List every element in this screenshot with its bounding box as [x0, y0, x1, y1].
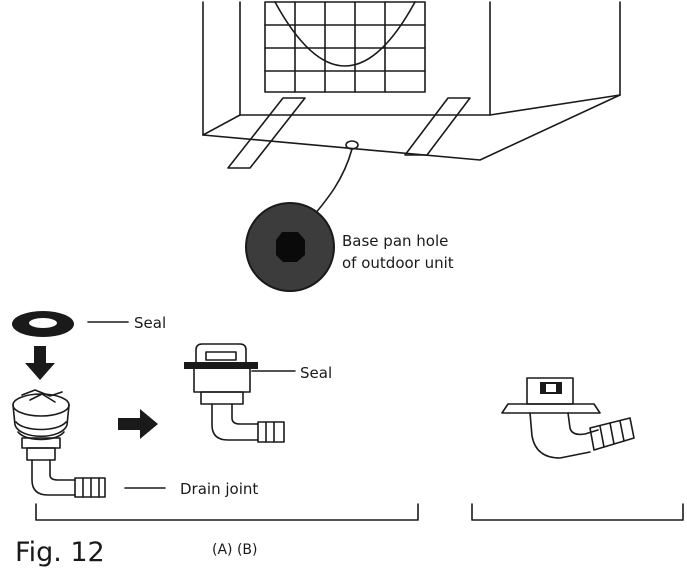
assembled-drain-joint-b	[501, 377, 635, 459]
seal-assembled-label: Seal	[300, 364, 332, 382]
drain-joint-illustration	[12, 389, 106, 498]
base-pan-hole-label-line1: Base pan hole	[342, 232, 448, 250]
base-pan-hole-detail	[245, 202, 335, 292]
sub-labels: (A) (B)	[212, 542, 257, 558]
bracket-b	[471, 503, 684, 521]
base-pan-hole-label-line2: of outdoor unit	[342, 254, 454, 272]
figure-caption: Fig. 12	[15, 537, 105, 568]
outdoor-unit-illustration	[202, 1, 621, 227]
fan-grille	[264, 1, 426, 93]
down-arrow-icon	[25, 346, 55, 380]
assembled-drain-joint-a	[184, 343, 285, 443]
right-arrow-icon	[118, 409, 158, 439]
seal-label: Seal	[134, 314, 166, 332]
mounting-foot-right	[404, 97, 471, 156]
mounting-foot-left	[227, 97, 306, 169]
bracket-a	[35, 503, 419, 521]
seal-ring	[12, 311, 74, 337]
drain-joint-label: Drain joint	[180, 480, 258, 498]
